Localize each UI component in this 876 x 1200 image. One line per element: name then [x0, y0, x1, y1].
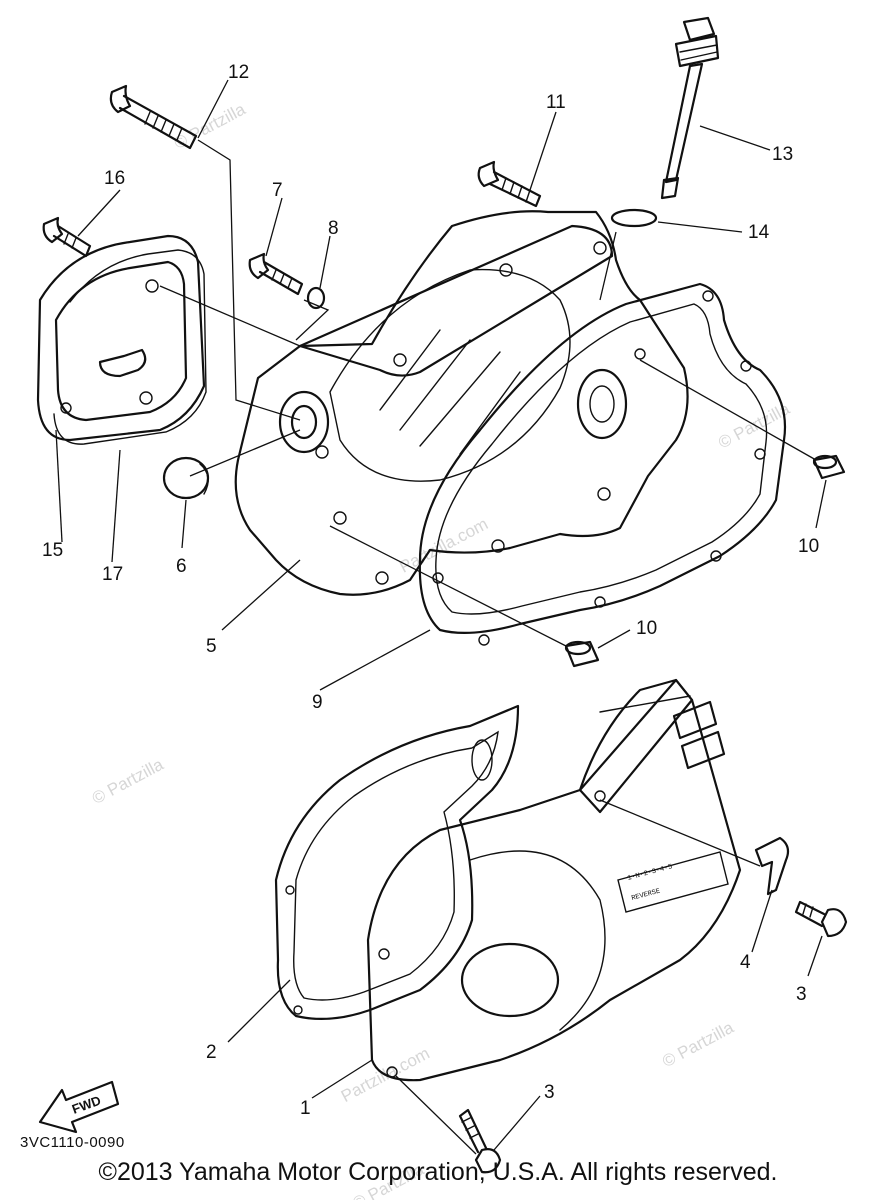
diagram-code: 3VC1110-0090 [20, 1134, 125, 1151]
callout-2: 2 [206, 1042, 217, 1063]
gasket-part-2 [274, 704, 520, 1020]
washer-part-8 [306, 286, 326, 310]
small-cover-part-15 [36, 234, 206, 442]
callout-15: 15 [42, 540, 63, 561]
callout-7: 7 [272, 180, 283, 201]
fwd-arrow-icon: FWD [38, 1080, 120, 1134]
dowel-pin-part-10b [564, 640, 600, 668]
callout-3b: 3 [544, 1082, 555, 1103]
svg-text:REVERSE: REVERSE [631, 888, 661, 903]
callout-14: 14 [748, 222, 770, 243]
dowel-pin-part-10a [812, 454, 846, 480]
callout-16: 16 [104, 168, 125, 189]
callout-4: 4 [740, 952, 751, 973]
callout-8: 8 [328, 218, 339, 239]
callout-10b: 10 [636, 618, 657, 639]
crankcase-cover-part-5 [234, 210, 689, 596]
callout-13: 13 [772, 144, 793, 165]
callout-numbers: 12 11 13 16 7 8 14 15 17 6 10 10 5 9 4 3… [42, 62, 819, 1119]
bolt-part-16 [42, 216, 92, 258]
callout-17: 17 [102, 564, 123, 585]
bolt-part-11 [477, 160, 542, 208]
gasket-part-17 [53, 249, 207, 445]
leader-lines [55, 79, 827, 1155]
callout-5: 5 [206, 636, 217, 657]
callout-12: 12 [228, 62, 249, 83]
svg-text:© Partzilla: © Partzilla [659, 1018, 737, 1072]
bolt-part-7 [248, 252, 304, 296]
clip-part-4 [754, 836, 790, 896]
bolt-part-3a [794, 900, 848, 938]
callout-11: 11 [546, 92, 566, 113]
dipstick-part-13 [660, 16, 720, 200]
callout-1: 1 [300, 1098, 311, 1119]
bolt-part-12 [109, 84, 198, 150]
cvt-cover-part-1: 1·N·2·3·4·5 REVERSE [366, 678, 742, 1082]
copyright-notice: ©2013 Yamaha Motor Corporation, U.S.A. A… [98, 1158, 778, 1186]
callout-6: 6 [176, 556, 187, 577]
plug-part-6 [162, 456, 210, 500]
o-ring-part-14 [610, 208, 658, 228]
callout-10a: 10 [798, 536, 819, 557]
callout-3a: 3 [796, 984, 807, 1005]
svg-text:1·N·2·3·4·5: 1·N·2·3·4·5 [627, 863, 674, 883]
svg-text:© Partzilla: © Partzilla [89, 755, 167, 809]
bolt-part-3b [458, 1108, 502, 1174]
callout-9: 9 [312, 692, 323, 713]
